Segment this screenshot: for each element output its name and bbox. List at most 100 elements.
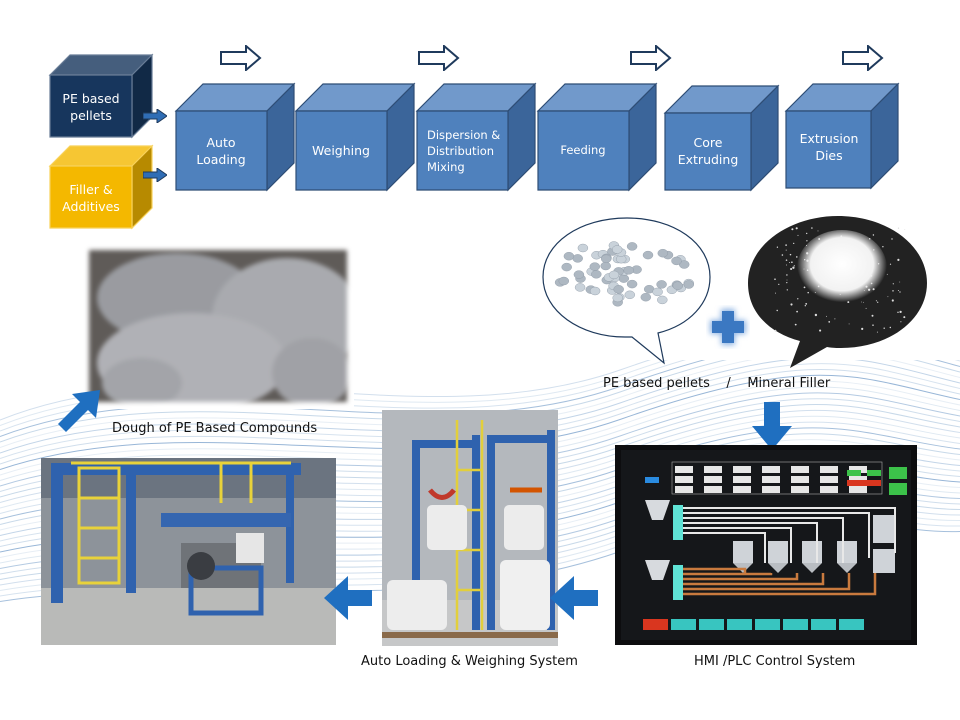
hmi-green-button	[889, 467, 907, 479]
speck	[899, 281, 901, 283]
hmi-cell	[733, 476, 751, 483]
speck	[889, 326, 892, 329]
hmi-menu-button	[671, 619, 696, 630]
hmi-cell	[791, 486, 809, 493]
hmi-menu-button	[755, 619, 780, 630]
speck	[774, 278, 776, 280]
speck	[865, 307, 867, 309]
speck	[826, 315, 827, 317]
pellet	[577, 243, 589, 253]
wave-line	[0, 380, 960, 476]
speck	[786, 279, 788, 281]
speck	[796, 256, 798, 258]
pellet	[591, 270, 602, 279]
hmi-manifold	[673, 505, 683, 540]
hmi-pipe-return	[683, 573, 799, 581]
speck	[806, 240, 808, 242]
speck	[861, 327, 864, 330]
cube-front-face	[416, 110, 509, 191]
speck	[776, 309, 778, 312]
hmi-pipe	[683, 507, 896, 553]
cube-shape	[174, 82, 296, 192]
cube-front-face	[664, 112, 752, 191]
step-feeding: Feeding	[536, 82, 658, 192]
wave-line	[0, 363, 960, 459]
speck	[834, 318, 836, 320]
pellet	[624, 290, 636, 300]
hmi-cell	[675, 466, 693, 473]
pellet	[563, 252, 575, 261]
speck	[789, 253, 792, 256]
cube-shape	[48, 53, 154, 139]
hmi-silo-cone	[802, 563, 822, 573]
speck	[872, 234, 875, 236]
pellet	[608, 270, 620, 280]
arrow-down-icon	[752, 402, 792, 450]
speck	[786, 264, 788, 266]
speck	[786, 289, 788, 291]
speck	[848, 323, 850, 325]
hmi-cell	[791, 476, 809, 483]
speck	[805, 302, 808, 305]
step-extrusion-dies: Extrusion Dies	[784, 82, 900, 190]
hmi-cell	[791, 466, 809, 473]
speck	[814, 313, 818, 317]
hmi-green-indicator	[847, 470, 861, 476]
cube-shape	[48, 144, 154, 230]
pellet	[611, 245, 623, 254]
pellet	[671, 256, 682, 266]
speck	[891, 299, 894, 302]
speck	[790, 303, 793, 306]
hmi-pipe-return	[683, 573, 825, 586]
speck	[897, 227, 900, 229]
hmi-silo	[802, 541, 822, 563]
wave-line	[0, 386, 960, 481]
speck	[806, 232, 808, 235]
hmi-pipe	[683, 527, 792, 563]
speck	[786, 282, 788, 284]
pellet	[613, 285, 624, 294]
hmi-silo-cone	[837, 563, 857, 573]
hmi-green-button	[889, 483, 907, 495]
cube-front-face	[49, 74, 133, 138]
pellet	[672, 281, 684, 290]
cube-front-face	[785, 110, 872, 189]
pellet	[618, 274, 630, 283]
hmi-cell	[820, 466, 838, 473]
hmi-silo	[768, 541, 788, 563]
pellet	[657, 249, 669, 258]
cube-front-face	[537, 110, 630, 191]
wave-line	[0, 360, 960, 443]
speck	[789, 262, 791, 263]
plus-icon	[710, 309, 746, 345]
cube-shape	[663, 84, 780, 192]
pellet	[589, 262, 600, 271]
speck	[790, 267, 793, 271]
step-label: Weighing	[312, 143, 370, 158]
pellet	[656, 280, 667, 289]
hmi-cell	[704, 466, 722, 473]
arrow-up-right-icon	[58, 390, 100, 432]
loading-caption: Auto Loading & Weighing System	[361, 654, 578, 669]
speck	[887, 296, 889, 298]
hmi-weigher	[645, 500, 670, 520]
hmi-cell	[820, 476, 838, 483]
cube-front-face	[175, 110, 268, 191]
speck	[811, 227, 813, 229]
speck	[775, 292, 776, 294]
dough-photo	[82, 243, 354, 409]
speck	[817, 230, 819, 232]
speck	[797, 234, 799, 236]
pellet	[558, 276, 569, 286]
input-label: PE based pellets	[62, 91, 120, 123]
step-label: Auto Loading	[196, 134, 246, 167]
speck	[804, 305, 806, 307]
speck	[871, 314, 874, 317]
speck	[877, 301, 879, 303]
hmi-manifold	[673, 565, 683, 600]
hmi-cell	[733, 486, 751, 493]
step-core-extruding: Core Extruding	[663, 84, 780, 192]
hmi-menu-button	[643, 619, 668, 630]
speck	[882, 246, 884, 248]
speck	[897, 258, 900, 262]
